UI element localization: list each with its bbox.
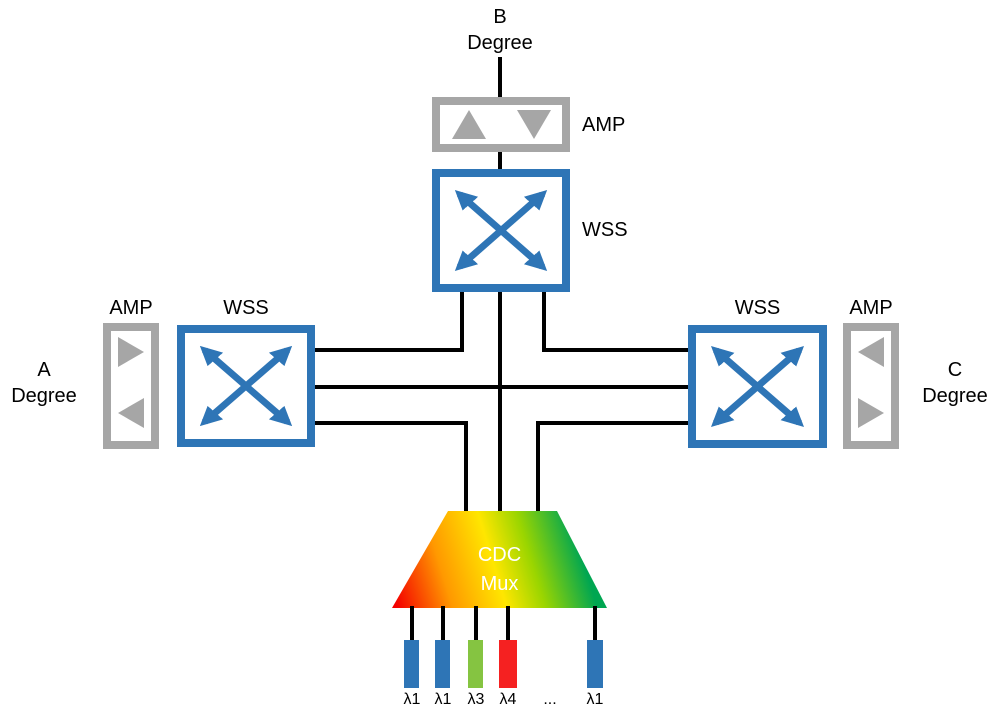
degree-label-a: A Degree (4, 357, 84, 409)
channel-rect (404, 640, 419, 688)
amp-box-right (843, 323, 899, 449)
cdc-mux-label: CDC Mux (392, 541, 607, 599)
wss-top-label: WSS (582, 219, 628, 241)
channel-rect (435, 640, 450, 688)
cdc-mux-line1: CDC (477, 544, 522, 566)
wire-wssright-bottom-horizontal (536, 421, 688, 425)
wire-left-vertical-to-mux (464, 421, 468, 512)
degree-c-word: Degree (922, 385, 988, 407)
wire-right-vertical-to-mux (536, 421, 540, 512)
channel-label: λ1 (403, 691, 421, 708)
cdc-mux-line2: Mux (480, 573, 519, 595)
wss-cross-arrows-icon (199, 345, 293, 427)
degree-label-b: B Degree (440, 4, 560, 56)
wire-wsstop-left-vertical (460, 292, 464, 352)
amp-top-label: AMP (582, 114, 626, 136)
channel-stem (441, 606, 445, 642)
amp-box-top (432, 97, 570, 152)
wss-cross-arrows-icon (454, 190, 548, 271)
channel-rect (499, 640, 517, 688)
degree-a-letter: A (37, 359, 51, 381)
channel-stem (474, 606, 478, 642)
channel-label: λ1 (586, 691, 604, 708)
amp-down-triangle-icon (517, 110, 551, 139)
wire-wssleft-bottom-horizontal (315, 421, 468, 425)
degree-b-word: Degree (467, 32, 533, 54)
wire-middle-horizontal (315, 385, 688, 389)
degree-b-letter: B (493, 6, 507, 28)
wire-amp-to-wss-top (498, 152, 502, 169)
wss-box-right (688, 325, 827, 448)
amp-right-triangle-icon (118, 337, 144, 367)
degree-c-letter: C (947, 359, 963, 381)
degree-a-word: Degree (11, 385, 77, 407)
wire-wsstop-right-vertical (542, 292, 546, 352)
wss-box-left (177, 325, 315, 447)
channel-stem (410, 606, 414, 642)
degree-label-c: C Degree (915, 357, 995, 409)
amp-left-label: AMP (109, 297, 153, 319)
wire-bdegree-to-amp (498, 57, 502, 97)
channel-stem (506, 606, 510, 642)
wire-wssleft-top-horizontal (315, 348, 464, 352)
wss-box-top (432, 169, 570, 292)
wss-right-label: WSS (734, 297, 781, 319)
channel-rect (468, 640, 483, 688)
amp-right-triangle-icon (858, 398, 884, 428)
amp-box-left (103, 323, 159, 449)
amp-up-triangle-icon (452, 110, 486, 139)
wss-left-label: WSS (223, 297, 269, 319)
wire-center-vertical-to-mux (498, 292, 502, 512)
channel-stem (593, 606, 597, 642)
amp-left-triangle-icon (118, 398, 144, 428)
channel-label: ... (543, 691, 557, 708)
amp-left-triangle-icon (858, 337, 884, 367)
amp-right-label: AMP (849, 297, 893, 319)
channel-rect (587, 640, 603, 688)
cdc-mux-trapezoid: CDC Mux (392, 511, 607, 608)
wss-cross-arrows-icon (710, 346, 805, 427)
channel-label: λ4 (499, 691, 517, 708)
channel-label: λ1 (434, 691, 452, 708)
wire-wssright-top-horizontal (542, 348, 690, 352)
channel-label: λ3 (467, 691, 485, 708)
